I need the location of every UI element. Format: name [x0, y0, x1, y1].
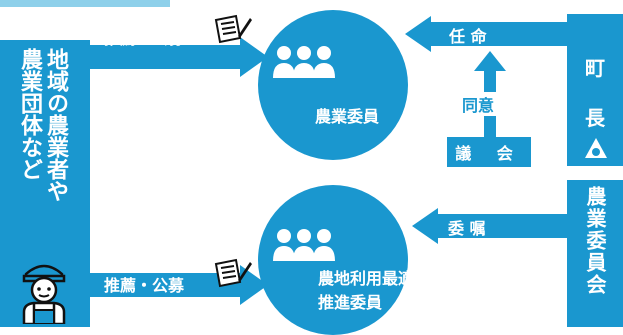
promotion-committee-label-2: 推進委員 — [318, 293, 383, 312]
agricultural-committee-box: 農業委員会 — [567, 180, 623, 327]
pencil-paper-icon — [214, 258, 252, 288]
mayor-char-1: 町 — [585, 56, 605, 80]
local-farmers-box: 地域の農業者や 農業団体など — [0, 40, 90, 327]
commission-label: 委 嘱 — [448, 219, 486, 238]
local-farmers-line-2: 農業団体など — [17, 48, 42, 180]
header-strip — [0, 0, 170, 7]
appoint-arrow — [405, 16, 567, 52]
promotion-committee-circle — [258, 185, 408, 335]
recommend-label-top: 推薦・公募 — [104, 29, 185, 48]
recommend-label-bottom: 推薦・公募 — [104, 276, 185, 295]
agricultural-committee-label: 農業委員 — [314, 107, 379, 126]
mayor-char-2: 長 — [585, 106, 605, 130]
local-farmers-line-1: 地域の農業者や — [43, 48, 68, 202]
recommend-arrow-top — [90, 37, 268, 77]
people-group-icon — [273, 46, 335, 78]
town-emblem-icon — [585, 138, 607, 158]
people-group-icon — [273, 229, 335, 261]
council-box: 議 会 — [447, 137, 531, 167]
farmer-icon — [22, 264, 66, 324]
promotion-committee-label-1: 農地利用最適化 — [318, 269, 431, 288]
agricultural-committee-circle — [258, 10, 408, 160]
mayor-box: 町 長 — [567, 14, 623, 166]
pencil-paper-icon — [214, 14, 252, 44]
appoint-label: 任 命 — [449, 27, 487, 46]
commission-arrow — [412, 208, 567, 244]
local-farmers-label: 地域の農業者や 農業団体など — [16, 48, 68, 258]
consent-label: 同意 — [460, 92, 497, 116]
agricultural-committee-box-label: 農業委員会 — [583, 186, 607, 296]
